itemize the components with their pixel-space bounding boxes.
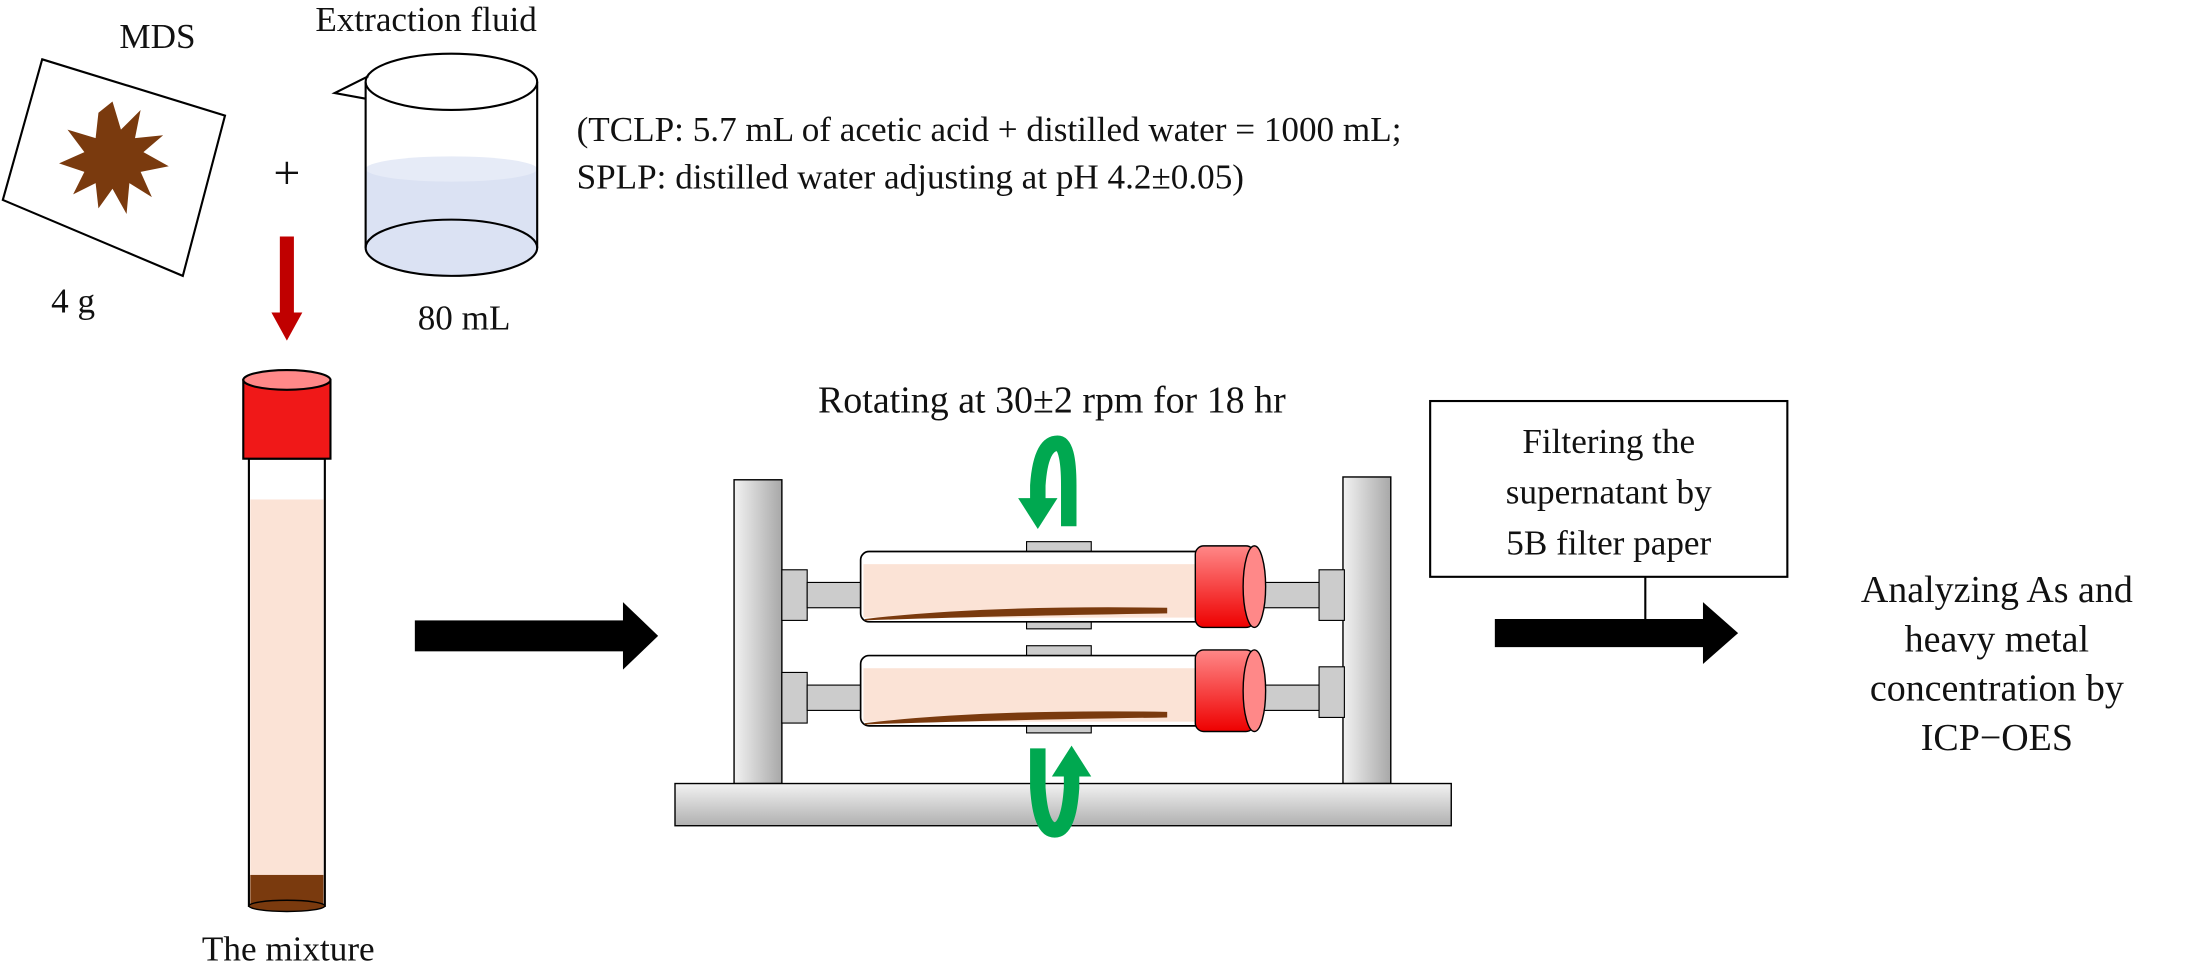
filter-text-line: supernatant by bbox=[1506, 473, 1712, 512]
horizontal-tube-icon bbox=[781, 541, 1345, 630]
splp-condition-text: SPLP: distilled water adjusting at pH 4.… bbox=[577, 158, 1244, 197]
filter-text-line: 5B filter paper bbox=[1506, 523, 1711, 562]
mixture-label: The mixture bbox=[202, 930, 375, 968]
filter-text-line: Filtering the bbox=[1522, 422, 1695, 461]
mds-mass-label: 4 g bbox=[51, 281, 95, 320]
horizontal-tube-icon bbox=[781, 645, 1345, 734]
mixture-tube-icon bbox=[242, 369, 332, 913]
analysis-text-line: ICP−OES bbox=[1921, 717, 2073, 759]
analysis-text-line: heavy metal bbox=[1905, 618, 2089, 660]
sample-paper-icon bbox=[1, 57, 227, 278]
analysis-text-line: concentration by bbox=[1870, 668, 2124, 710]
mds-sample-icon bbox=[59, 101, 169, 214]
rotation-arrow-bottom-icon bbox=[1030, 745, 1092, 838]
extraction-fluid-label: Extraction fluid bbox=[315, 0, 537, 39]
filtering-step-box: Filtering the supernatant by 5B filter p… bbox=[1429, 399, 1789, 619]
plus-sign: + bbox=[273, 147, 300, 200]
fluid-volume-label: 80 mL bbox=[418, 298, 511, 337]
rotary-agitator-icon bbox=[674, 435, 1452, 838]
rotating-label: Rotating at 30±2 rpm for 18 hr bbox=[818, 379, 1286, 421]
analysis-text-line: Analyzing As and bbox=[1861, 569, 2133, 611]
mds-label: MDS bbox=[119, 17, 195, 56]
beaker-icon bbox=[331, 52, 539, 277]
process-arrow-icon bbox=[414, 602, 659, 670]
process-arrow-icon bbox=[1494, 602, 1739, 664]
rotation-arrow-top-icon bbox=[1018, 435, 1077, 529]
tclp-condition-text: (TCLP: 5.7 mL of acetic acid + distilled… bbox=[577, 110, 1402, 149]
red-down-arrow-icon bbox=[271, 236, 303, 341]
